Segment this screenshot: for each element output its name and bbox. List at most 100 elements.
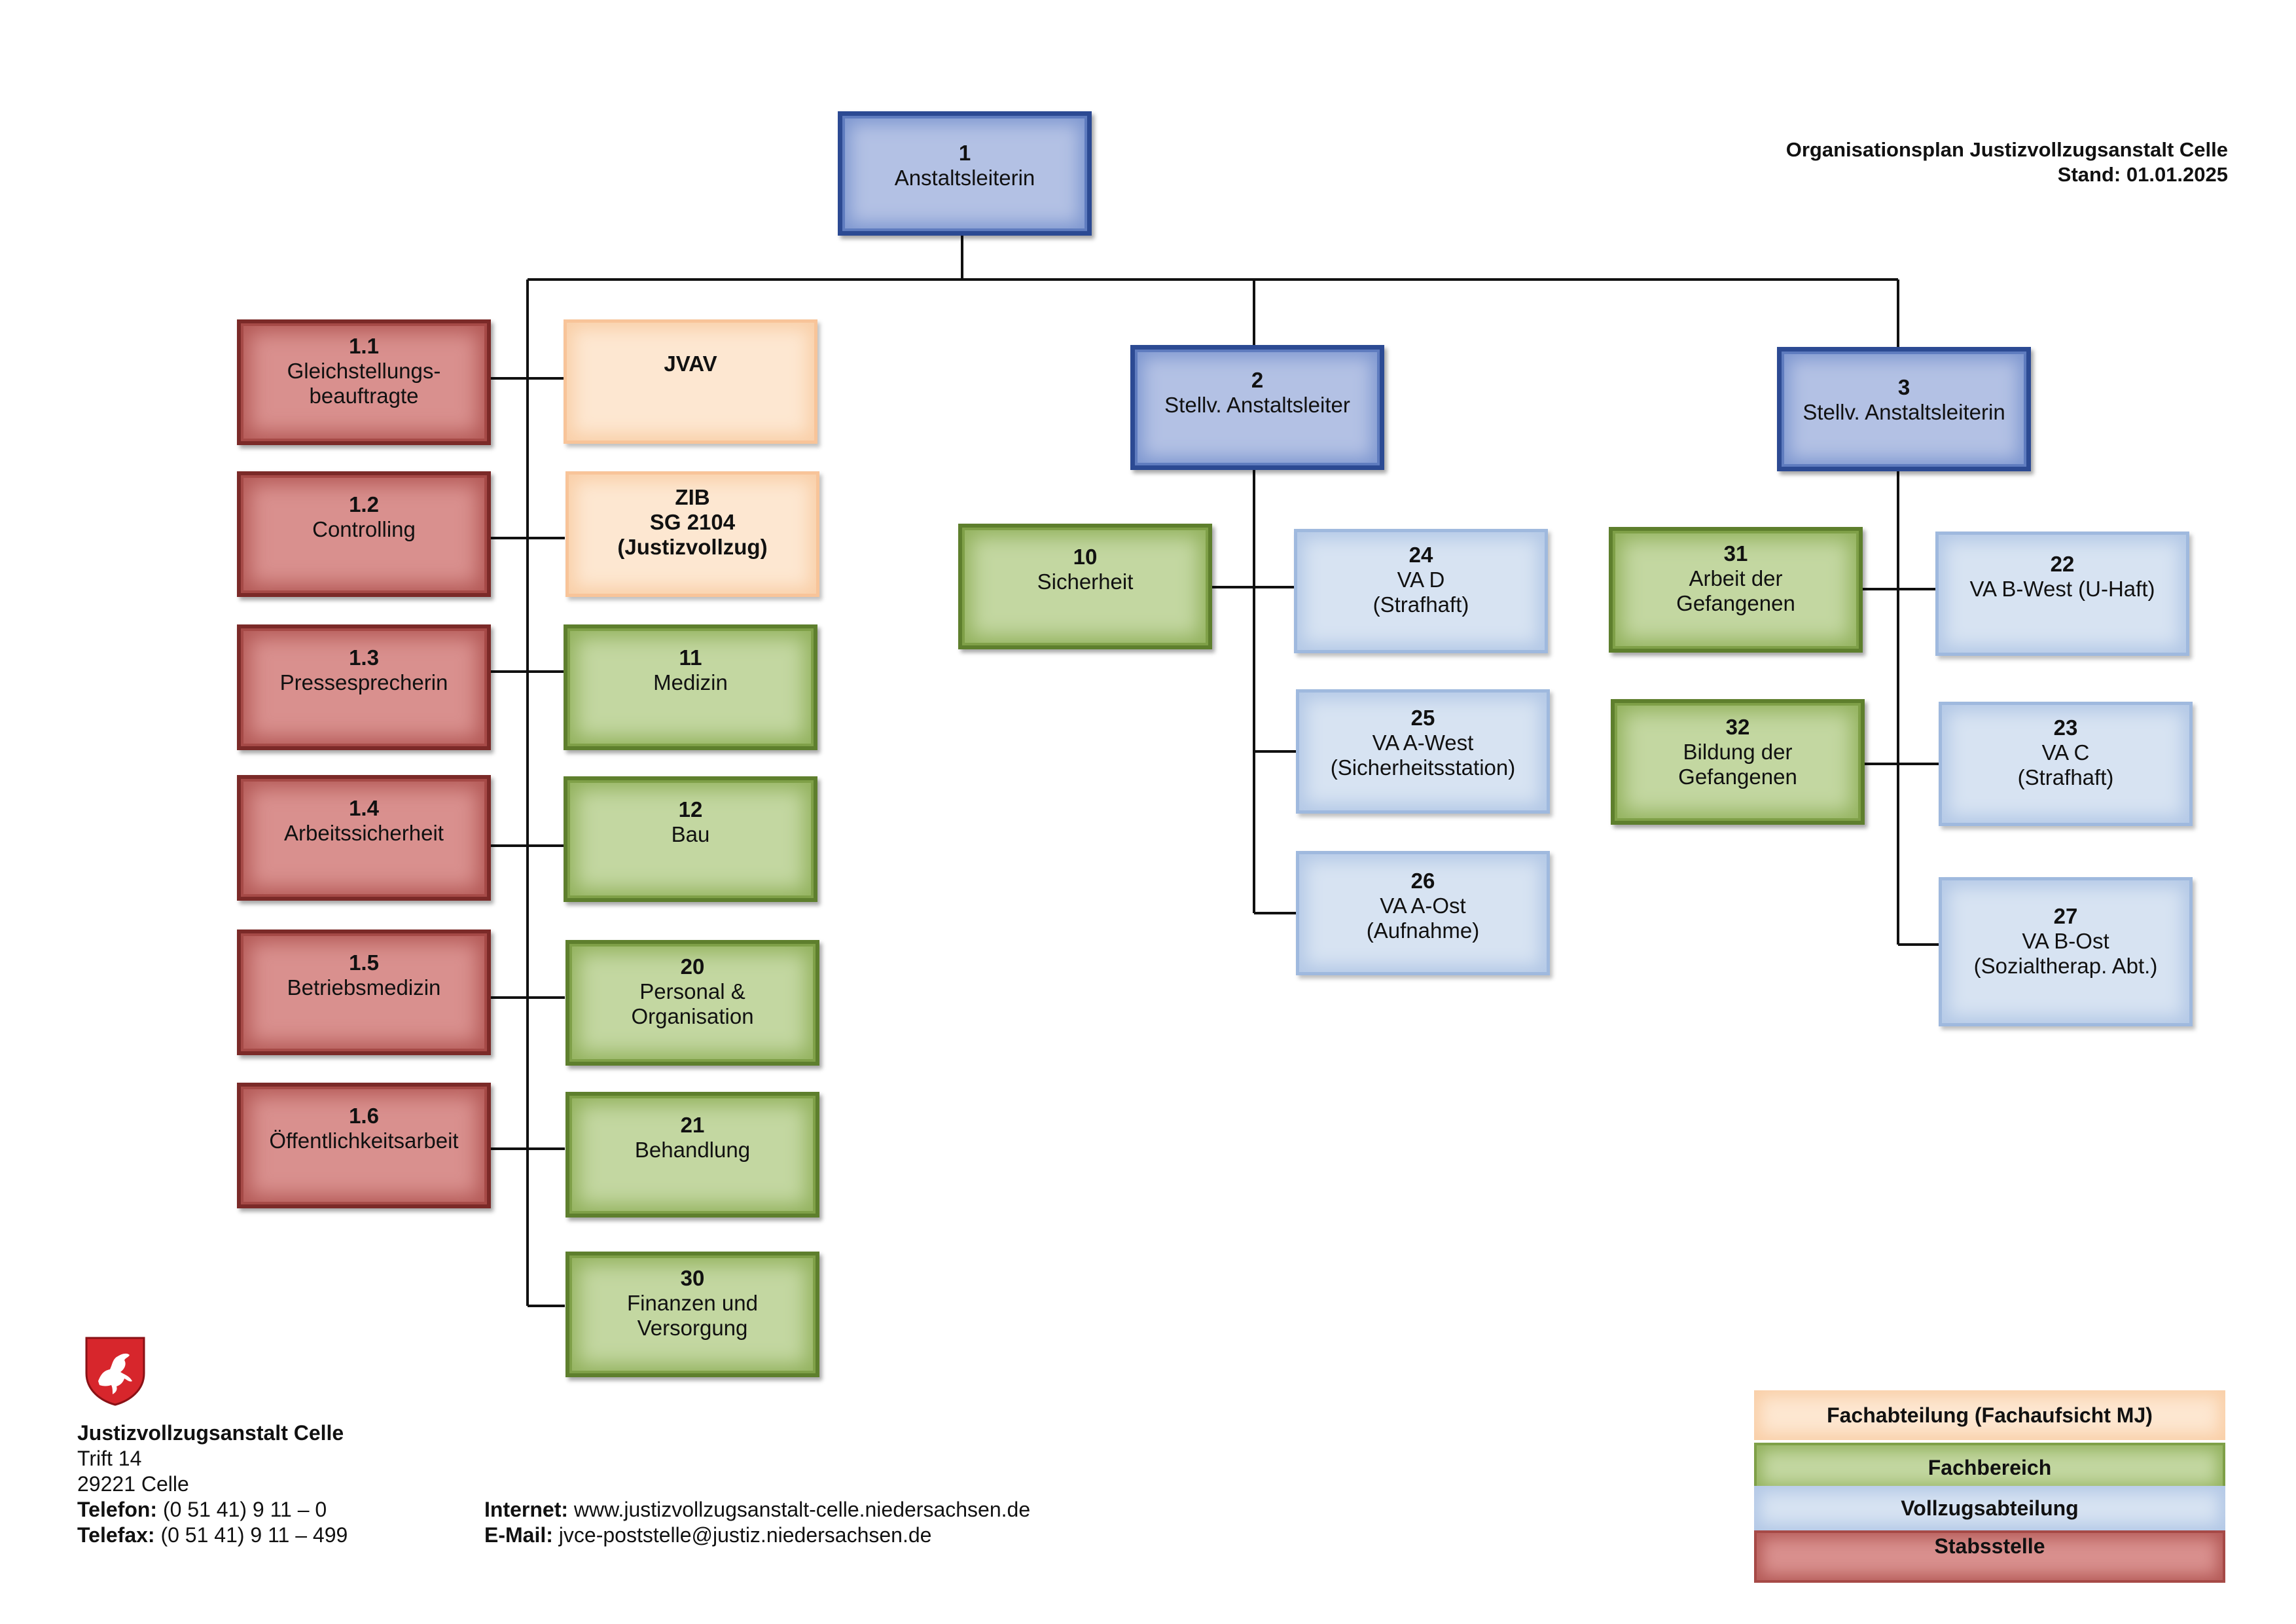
node-label: VA B-Ost (2022, 929, 2109, 953)
node-number: 31 (1723, 541, 1748, 566)
node-10-sicherheit[interactable]: 10 Sicherheit (958, 524, 1212, 649)
node-1-5-betriebsmedizin[interactable]: 1.5 Betriebsmedizin (237, 929, 491, 1055)
node-27-va-b-ost[interactable]: 27 VA B-Ost (Sozialtherap. Abt.) (1939, 877, 2193, 1026)
node-label-2: Organisation (631, 1004, 754, 1028)
node-label-2: Gefangenen (1676, 591, 1795, 615)
chart-header: Organisationsplan Justizvollzugsanstalt … (1786, 137, 2228, 187)
node-label-2: Versorgung (637, 1316, 748, 1340)
node-20-personal[interactable]: 20 Personal & Organisation (565, 940, 819, 1066)
node-label: Medizin (653, 670, 728, 695)
node-label: JVAV (664, 352, 717, 376)
node-number: 32 (1725, 715, 1750, 739)
node-1-1-gleichstellung[interactable]: 1.1 Gleichstellungs- beauftragte (237, 319, 491, 445)
node-number: 3 (1897, 375, 1910, 399)
node-number: 10 (1073, 545, 1098, 569)
node-number: 1 (958, 141, 971, 165)
node-number: 12 (678, 797, 703, 821)
node-label: Gleichstellungs- (287, 359, 441, 383)
node-3-stellv-anstaltsleiterin[interactable]: 3 Stellv. Anstaltsleiterin (1777, 347, 2031, 471)
node-24-va-d[interactable]: 24 VA D (Strafhaft) (1294, 529, 1548, 653)
footer-email-label: E-Mail: (484, 1523, 553, 1547)
node-11-medizin[interactable]: 11 Medizin (564, 624, 817, 750)
footer-phone: (0 51 41) 9 11 – 0 (162, 1498, 327, 1521)
node-22-va-b-west[interactable]: 22 VA B-West (U-Haft) (1935, 532, 2189, 656)
node-1-6-oeffentlichkeitsarbeit[interactable]: 1.6 Öffentlichkeitsarbeit (237, 1083, 491, 1208)
node-label-2: (Strafhaft) (2017, 765, 2114, 789)
node-number: 26 (1410, 869, 1435, 893)
node-label-2: (Sozialtherap. Abt.) (1973, 954, 2158, 978)
node-number: 25 (1410, 706, 1435, 730)
footer-contact: Internet: www.justizvollzugsanstalt-cell… (484, 1497, 1030, 1548)
node-label: Arbeitssicherheit (284, 821, 444, 845)
chart-date: Stand: 01.01.2025 (2057, 163, 2228, 186)
node-label-2: Gefangenen (1678, 765, 1797, 789)
node-21-behandlung[interactable]: 21 Behandlung (565, 1092, 819, 1218)
footer-street: Trift 14 (77, 1447, 142, 1470)
legend-label: Fachabteilung (Fachaufsicht MJ) (1827, 1403, 2153, 1427)
footer-fax: (0 51 41) 9 11 – 499 (160, 1523, 348, 1547)
node-2-stellv-anstaltsleiter[interactable]: 2 Stellv. Anstaltsleiter (1130, 345, 1384, 470)
footer-email-link[interactable]: jvce-poststelle@justiz.niedersachsen.de (558, 1523, 932, 1547)
legend-label: Fachbereich (1928, 1455, 2052, 1479)
legend-label: Stabsstelle (1934, 1534, 2045, 1558)
node-1-4-arbeitssicherheit[interactable]: 1.4 Arbeitssicherheit (237, 775, 491, 901)
legend-vollzugsabteilung: Vollzugsabteilung (1754, 1486, 2225, 1530)
footer-name: Justizvollzugsanstalt Celle (77, 1421, 344, 1445)
node-jvav[interactable]: JVAV (564, 319, 817, 444)
node-number: 20 (680, 954, 705, 979)
node-label: Personal & (639, 979, 745, 1003)
node-12-bau[interactable]: 12 Bau (564, 776, 817, 902)
node-label: Finanzen und (627, 1291, 758, 1315)
node-label: Controlling (312, 517, 416, 541)
node-label: ZIB (675, 485, 710, 509)
node-label: VA C (2041, 740, 2090, 765)
node-zib[interactable]: ZIB SG 2104 (Justizvollzug) (565, 471, 819, 597)
node-number: 30 (680, 1266, 705, 1290)
node-label: Betriebsmedizin (287, 975, 441, 1000)
node-number: 1.2 (349, 492, 379, 516)
node-number: 27 (2053, 904, 2078, 928)
node-number: 1.5 (349, 950, 379, 975)
node-25-va-a-west[interactable]: 25 VA A-West (Sicherheitsstation) (1296, 689, 1550, 814)
footer-internet-link[interactable]: www.justizvollzugsanstalt-celle.niedersa… (573, 1498, 1031, 1521)
node-number: 1.4 (349, 796, 379, 820)
node-23-va-c[interactable]: 23 VA C (Strafhaft) (1939, 702, 2193, 826)
node-number: 1.1 (349, 334, 379, 358)
chart-title: Organisationsplan Justizvollzugsanstalt … (1785, 138, 2228, 161)
node-label: Sicherheit (1037, 569, 1134, 594)
node-label: Bildung der (1683, 740, 1793, 764)
node-label: Behandlung (634, 1138, 751, 1162)
node-label-3: (Justizvollzug) (617, 535, 768, 559)
node-26-va-a-ost[interactable]: 26 VA A-Ost (Aufnahme) (1296, 851, 1550, 975)
node-label: VA A-Ost (1380, 893, 1466, 918)
node-number: 21 (680, 1113, 705, 1137)
node-number: 11 (679, 645, 702, 670)
node-label: Bau (671, 822, 710, 846)
footer-fax-label: Telefax: (77, 1523, 155, 1547)
node-number: 22 (2050, 552, 2075, 576)
node-label: VA D (1397, 568, 1445, 592)
node-label: Anstaltsleiterin (894, 166, 1035, 190)
legend-stabsstelle: Stabsstelle (1754, 1530, 2225, 1583)
node-number: 24 (1408, 543, 1433, 567)
node-number: 23 (2053, 715, 2078, 740)
node-1-3-pressesprecherin[interactable]: 1.3 Pressesprecherin (237, 624, 491, 750)
niedersachsen-horse-crest-icon (85, 1337, 145, 1406)
node-label: VA B-West (U-Haft) (1969, 577, 2155, 601)
node-30-finanzen[interactable]: 30 Finanzen und Versorgung (565, 1252, 819, 1377)
node-number: 2 (1251, 368, 1264, 392)
legend-fachabteilung: Fachabteilung (Fachaufsicht MJ) (1754, 1390, 2225, 1440)
node-31-arbeit[interactable]: 31 Arbeit der Gefangenen (1609, 527, 1863, 653)
legend-label: Vollzugsabteilung (1901, 1496, 2079, 1520)
node-label: Öffentlichkeitsarbeit (269, 1128, 459, 1153)
footer-address: Justizvollzugsanstalt Celle Trift 14 292… (77, 1420, 348, 1548)
node-label: Pressesprecherin (279, 670, 448, 695)
node-label-2: (Sicherheitsstation) (1330, 755, 1516, 780)
node-label-2: (Strafhaft) (1372, 592, 1469, 617)
footer-internet-label: Internet: (484, 1498, 568, 1521)
node-1-anstaltsleiterin[interactable]: 1 Anstaltsleiterin (838, 111, 1092, 236)
node-32-bildung[interactable]: 32 Bildung der Gefangenen (1611, 699, 1865, 825)
node-1-2-controlling[interactable]: 1.2 Controlling (237, 471, 491, 597)
